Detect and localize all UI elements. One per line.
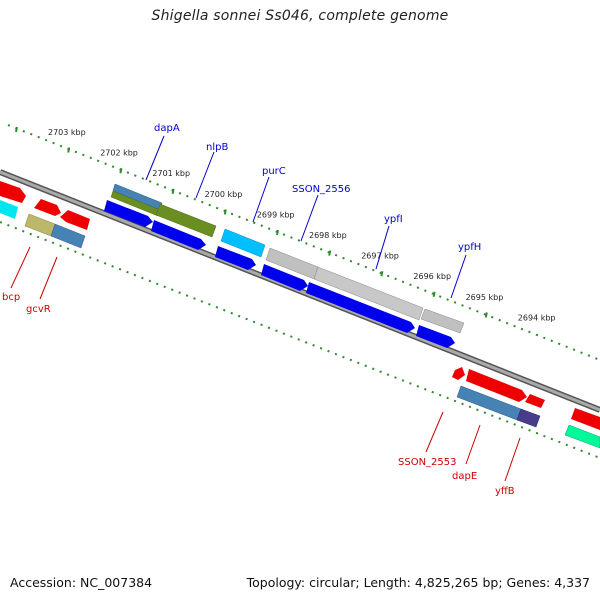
gene-label-nlpB[interactable]: nlpB [206, 142, 228, 153]
major-tick [432, 291, 436, 297]
tick-label: 2696 kbp [413, 272, 451, 281]
tick-label: 2699 kbp [257, 210, 295, 219]
tick-label: 2695 kbp [466, 293, 504, 302]
gene-bar-yffB[interactable] [516, 408, 541, 428]
gene-bar-bcp[interactable] [24, 213, 56, 237]
cds-arrow-bcp[interactable] [34, 199, 61, 216]
gene-bar-ypfI[interactable] [313, 266, 424, 321]
tick-label: 2702 kbp [100, 149, 138, 158]
tick-label: 2698 kbp [309, 231, 347, 240]
cds-arrow-nlpB[interactable] [151, 220, 206, 250]
gene-label-SSON_2553[interactable]: SSON_2553 [398, 457, 457, 468]
major-tick [276, 229, 279, 236]
gene-labels: dapA nlpB purC SSON_2556 ypfI ypfH bcp g… [2, 123, 515, 497]
gene-label-dapA[interactable]: dapA [154, 123, 180, 134]
cds-arrow-ypfI[interactable] [306, 282, 415, 333]
gene-label-ypfH[interactable]: ypfH [458, 242, 481, 253]
gene-label-bcp[interactable]: bcp [2, 292, 20, 303]
tick-label: 2701 kbp [152, 169, 190, 178]
tick-label: 2694 kbp [518, 313, 556, 322]
major-tick [119, 168, 123, 174]
tick-label: 2703 kbp [48, 128, 86, 137]
cds-arrow-gcvR[interactable] [60, 210, 90, 230]
gene-bar-nlpB[interactable] [155, 203, 217, 238]
gene-label-dapE[interactable]: dapE [452, 471, 477, 482]
cds-arrow-purC[interactable] [215, 246, 256, 270]
gene-label-yffB[interactable]: yffB [495, 486, 515, 497]
gene-features [0, 181, 600, 449]
gene-bar-right-1[interactable] [564, 424, 600, 449]
gene-label-SSON_2556[interactable]: SSON_2556 [292, 184, 351, 195]
major-tick [67, 147, 71, 153]
gene-leader-lines [10, 135, 521, 482]
gene-bar-purC[interactable] [220, 228, 266, 258]
inner-tick-ring [0, 221, 600, 459]
cds-arrow-SSON_2556[interactable] [261, 264, 308, 291]
genome-stats-text: Topology: circular; Length: 4,825,265 bp… [246, 575, 590, 590]
gene-label-ypfI[interactable]: ypfI [384, 214, 403, 225]
accession-text: Accession: NC_007384 [10, 575, 153, 590]
major-tick [15, 126, 18, 133]
cds-arrow-ypfH[interactable] [416, 325, 455, 348]
cds-arrow-left-1[interactable] [0, 181, 26, 203]
major-tick [484, 312, 488, 318]
cds-arrow-left-2[interactable] [0, 200, 18, 219]
map-title: Shigella sonnei Ss046, complete genome [151, 8, 449, 24]
outer-tick-ring [7, 124, 600, 361]
gene-label-gcvR[interactable]: gcvR [26, 304, 51, 315]
gene-label-purC[interactable]: purC [262, 166, 286, 177]
gene-bar-ypfH[interactable] [420, 308, 465, 334]
cds-arrow-dapA[interactable] [104, 200, 153, 227]
cds-arrow-SSON_2553[interactable] [452, 367, 465, 380]
major-tick [328, 250, 332, 256]
major-tick [380, 271, 384, 277]
major-ticks [15, 126, 488, 318]
major-tick [223, 209, 227, 215]
cds-arrow-dapE[interactable] [466, 369, 527, 402]
cds-arrow-yffB[interactable] [525, 394, 545, 408]
cds-arrow-right-1[interactable] [571, 408, 600, 430]
major-tick [171, 188, 175, 194]
gene-bar-gcvR[interactable] [50, 223, 86, 249]
tick-label: 2700 kbp [205, 190, 243, 199]
